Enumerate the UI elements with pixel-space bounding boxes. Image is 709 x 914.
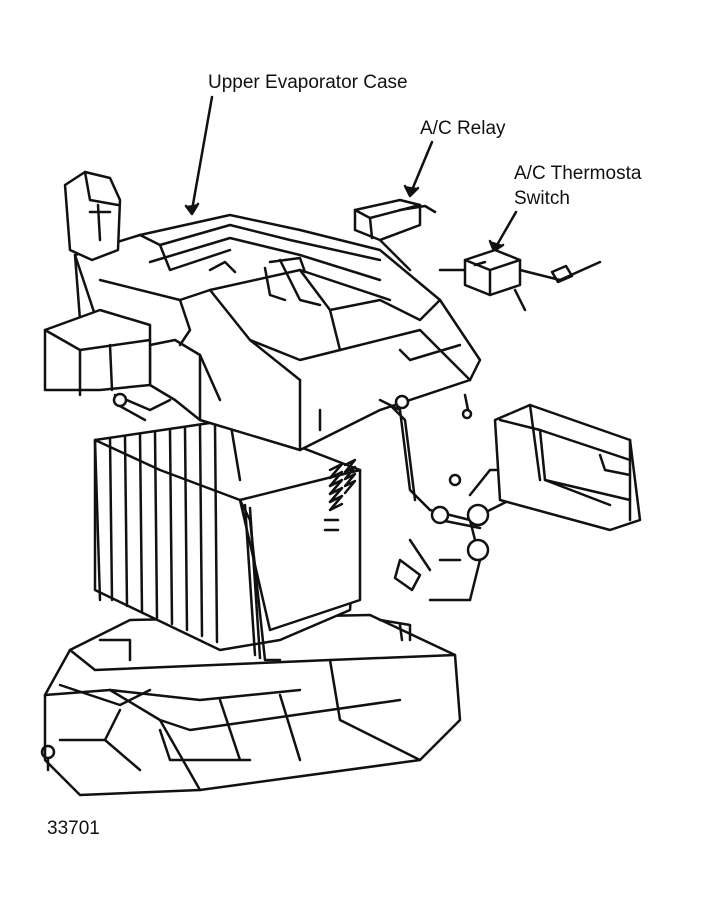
lower-evaporator-case xyxy=(40,613,462,797)
label-upper-evaporator-case: Upper Evaporator Case xyxy=(208,72,408,93)
leader-lines xyxy=(184,95,518,253)
inlet-duct xyxy=(493,403,642,532)
upper-evaporator-case xyxy=(43,170,482,452)
label-ac-relay: A/C Relay xyxy=(420,118,506,139)
ac-relay xyxy=(353,198,437,272)
label-ac-thermostat-line1: A/C Thermosta xyxy=(514,163,642,184)
evaporator-core xyxy=(93,418,362,662)
label-ac-thermostat-line2: Switch xyxy=(514,188,570,209)
ac-thermostat-switch xyxy=(438,248,602,312)
figure-number: 33701 xyxy=(47,818,100,839)
